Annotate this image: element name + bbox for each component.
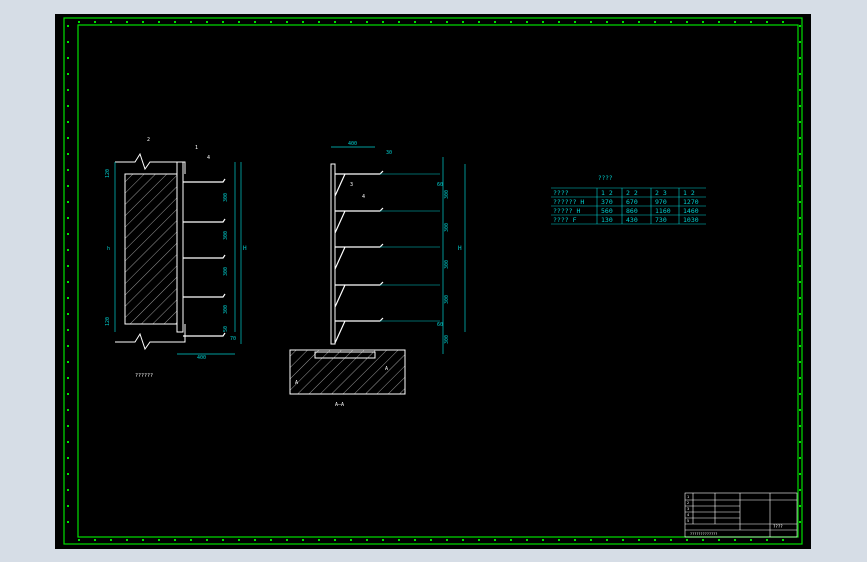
table-cell: 560: [601, 207, 613, 215]
table-cell: 2 3: [655, 189, 667, 197]
table-cell: 430: [626, 216, 638, 224]
right-callout-3: 3: [350, 182, 353, 188]
cad-drawing: 400 70 H 120 h 120 2 1 4 ?????? 300 300 30…: [63, 17, 803, 545]
bracket-arm: [183, 254, 226, 259]
left-dim-120-bottom: 120: [105, 317, 111, 326]
bracket-arm: [334, 243, 384, 270]
title-block-label: 5: [687, 519, 689, 523]
left-dim-label: 300: [223, 231, 229, 240]
right-callout-4: 4: [362, 194, 365, 200]
left-callout-2: 2: [147, 137, 150, 143]
title-block-label: 3: [687, 507, 689, 511]
ground-slab: [289, 349, 406, 395]
bracket-arm: [334, 170, 384, 197]
table-cell: 370: [601, 198, 613, 206]
title-block-label: 1: [687, 495, 689, 499]
upright-post: [176, 161, 184, 333]
table-cell: ????? H: [553, 207, 580, 215]
title-block-label: 2: [687, 501, 689, 505]
bracket-arm: [183, 218, 226, 223]
table-cell: ???? F: [553, 216, 577, 224]
right-dim-label: 300: [444, 295, 450, 304]
left-view-caption: ??????: [135, 373, 153, 379]
title-block-notes: ?????????????: [690, 532, 717, 536]
table-cell: 1030: [683, 216, 699, 224]
dimension-table: ???? ???? 1 2 2 2 2 3 1 2 ?????? H 370 670 970 12…: [551, 175, 706, 225]
title-block-labels: 1 2 3 4 5: [687, 495, 689, 523]
left-bottom-dim-2: 70: [230, 336, 236, 342]
table-cell: 1270: [683, 198, 699, 206]
table-cell: 970: [655, 198, 667, 206]
table-cell: 1 2: [601, 189, 613, 197]
left-dim-label: 300: [223, 305, 229, 314]
left-bottom-dim-1: 400: [197, 355, 206, 361]
table-cell: 2 2: [626, 189, 638, 197]
left-dim-total: H: [243, 245, 247, 252]
right-callout-a1: A: [295, 380, 298, 386]
right-dim-label: 300: [444, 335, 450, 344]
left-dim-label: 300: [223, 193, 229, 202]
table-cell: 1 2: [683, 189, 695, 197]
title-block: [684, 492, 798, 538]
left-dim-label: 50: [223, 326, 229, 332]
table-cell: 130: [601, 216, 613, 224]
right-top-dim-2: 30: [386, 150, 392, 156]
left-dim-120-top: 120: [105, 169, 111, 178]
left-dim-label: 300: [223, 267, 229, 276]
right-small-dim-1: 60: [437, 182, 443, 188]
bracket-arm: [183, 178, 226, 183]
right-dim-total: H: [458, 245, 462, 252]
wall-break-top: [115, 152, 186, 174]
right-bracket-arms: [334, 170, 440, 344]
table-cell: 860: [626, 207, 638, 215]
right-dim-label: 300: [444, 223, 450, 232]
right-dimensions: [331, 146, 466, 354]
left-bracket-arms: [183, 178, 226, 337]
table-cell: 730: [655, 216, 667, 224]
right-callout-a2: A: [385, 366, 388, 372]
table-cell: 670: [626, 198, 638, 206]
right-view-caption: A—A: [335, 402, 344, 408]
title-block-label: 4: [687, 513, 689, 517]
drawing-frame: [63, 17, 803, 545]
table-grid: ???? 1 2 2 2 2 3 1 2 ?????? H 370 670 970 1270???…: [551, 187, 706, 225]
right-dim-label: 300: [444, 190, 450, 199]
section-post: [330, 163, 336, 345]
right-section-view: 400 30 H 60 60 3 4 A A A—A 300 300 300 300 3…: [289, 141, 466, 408]
bracket-arm: [334, 207, 384, 234]
right-small-dim-2: 60: [437, 322, 443, 328]
table-cell: 1460: [683, 207, 699, 215]
title-block-name: ????: [773, 524, 783, 529]
cad-viewport[interactable]: 400 70 H 120 h 120 2 1 4 ?????? 300 300 30…: [55, 14, 811, 549]
left-callout-1: 1: [195, 145, 198, 151]
table-cell: 1160: [655, 207, 671, 215]
left-callout-4: 4: [207, 155, 210, 161]
bracket-arm: [334, 281, 384, 308]
right-top-dim: 400: [348, 141, 357, 147]
wall-hatch: [124, 173, 178, 325]
left-dim-h: h: [107, 246, 110, 252]
bracket-arm: [183, 293, 226, 298]
table-title: ????: [598, 175, 613, 182]
left-elevation-view: 400 70 H 120 h 120 2 1 4 ?????? 300 300 30…: [105, 137, 247, 379]
bracket-arm: [183, 332, 226, 337]
right-dim-label: 300: [444, 260, 450, 269]
left-dimensions: [114, 162, 242, 355]
wall-break-bottom: [115, 324, 186, 351]
bracket-arm: [334, 317, 384, 344]
table-cell: ?????? H: [553, 198, 584, 206]
table-cell: ????: [553, 189, 569, 197]
